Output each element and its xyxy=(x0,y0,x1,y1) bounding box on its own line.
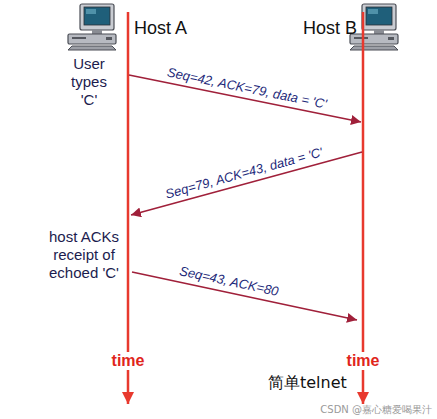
annotation: User types 'C' xyxy=(63,55,115,109)
caption: 简单telnet xyxy=(268,373,347,394)
host-label: Host B xyxy=(303,17,363,39)
lifeline xyxy=(362,12,365,404)
annotation: host ACKs receipt of echoed 'C' xyxy=(45,228,123,282)
host-name: Host A xyxy=(134,17,187,39)
host-label: Host A xyxy=(128,17,187,39)
computer-icon xyxy=(68,4,116,50)
axis-label: time xyxy=(110,352,147,370)
segment-label: Seq=43, ACK=80 xyxy=(176,263,282,300)
segment-arrow xyxy=(131,152,362,215)
computer-icon xyxy=(350,4,398,50)
axis-label: time xyxy=(345,352,382,370)
host-name: Host B xyxy=(303,17,357,39)
lifeline xyxy=(127,12,130,404)
watermark: CSDN @嘉心糖爱喝果汁 xyxy=(320,403,432,417)
segment-label: Seq=79, ACK=43, data = 'C' xyxy=(161,144,325,202)
